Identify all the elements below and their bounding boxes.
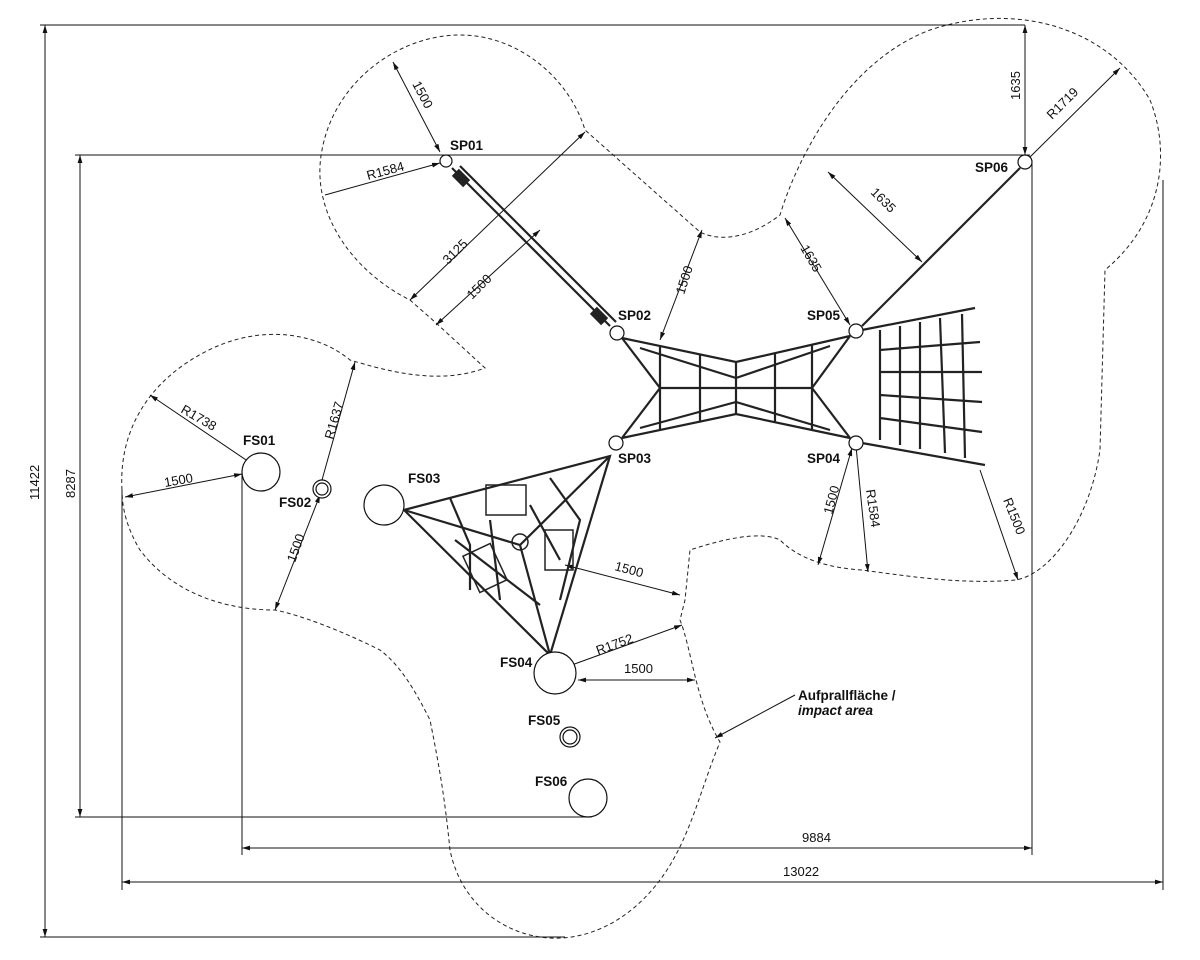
dim-label: 3125 <box>440 236 471 267</box>
post-label: SP06 <box>975 160 1009 175</box>
dim-label: 8287 <box>63 469 78 498</box>
impact-area-boundary <box>121 18 1162 939</box>
dim-label: 1500 <box>284 532 308 564</box>
post-label: SP01 <box>450 138 484 153</box>
dim-label: 1635 <box>1008 71 1023 100</box>
dim-label: 1635 <box>868 185 899 216</box>
dim-label: 1500 <box>613 558 645 580</box>
dim-label: R1584 <box>365 158 406 182</box>
foundation-label: FS06 <box>535 774 568 789</box>
dim-label: 1500 <box>673 264 696 296</box>
posts: SP01 SP02 SP03 SP04 SP05 SP06 <box>439 138 1033 466</box>
foundations: FS01 FS02 FS03 FS04 FS05 FS06 <box>241 433 608 818</box>
dim-label: 11422 <box>27 465 42 500</box>
post-label: SP05 <box>807 308 841 323</box>
dim-label: 1500 <box>820 484 842 516</box>
post-label: SP04 <box>807 451 841 466</box>
dim-label: 1635 <box>797 242 824 275</box>
dim-label: 9884 <box>802 830 831 845</box>
post-label: SP02 <box>618 308 651 323</box>
dim-label: R1738 <box>179 402 220 434</box>
dimension-lines <box>40 24 1164 938</box>
dim-label: R1637 <box>321 400 346 441</box>
impact-area-label-de: Aufprallfläche / <box>798 688 896 703</box>
climbing-structure <box>401 165 1021 658</box>
dim-label: 1500 <box>163 470 194 490</box>
foundation-label: FS02 <box>279 495 311 510</box>
foundation-label: FS01 <box>243 433 276 448</box>
dim-label: R1500 <box>1000 496 1028 537</box>
impact-area-label-en: impact area <box>798 703 874 718</box>
foundation-label: FS04 <box>500 655 533 670</box>
foundation-label: FS05 <box>528 713 561 728</box>
dim-label: 1500 <box>409 78 436 111</box>
dim-label: R1584 <box>863 488 883 528</box>
dim-label: R1752 <box>594 631 635 658</box>
dimension-labels: 1500 R1584 3125 1500 1500 1635 R1719 163… <box>27 71 1081 879</box>
dim-label: 1500 <box>624 661 653 676</box>
dim-label: R1719 <box>1044 84 1082 122</box>
foundation-label: FS03 <box>408 471 441 486</box>
post-label: SP03 <box>618 451 652 466</box>
dim-label: 13022 <box>783 864 819 879</box>
